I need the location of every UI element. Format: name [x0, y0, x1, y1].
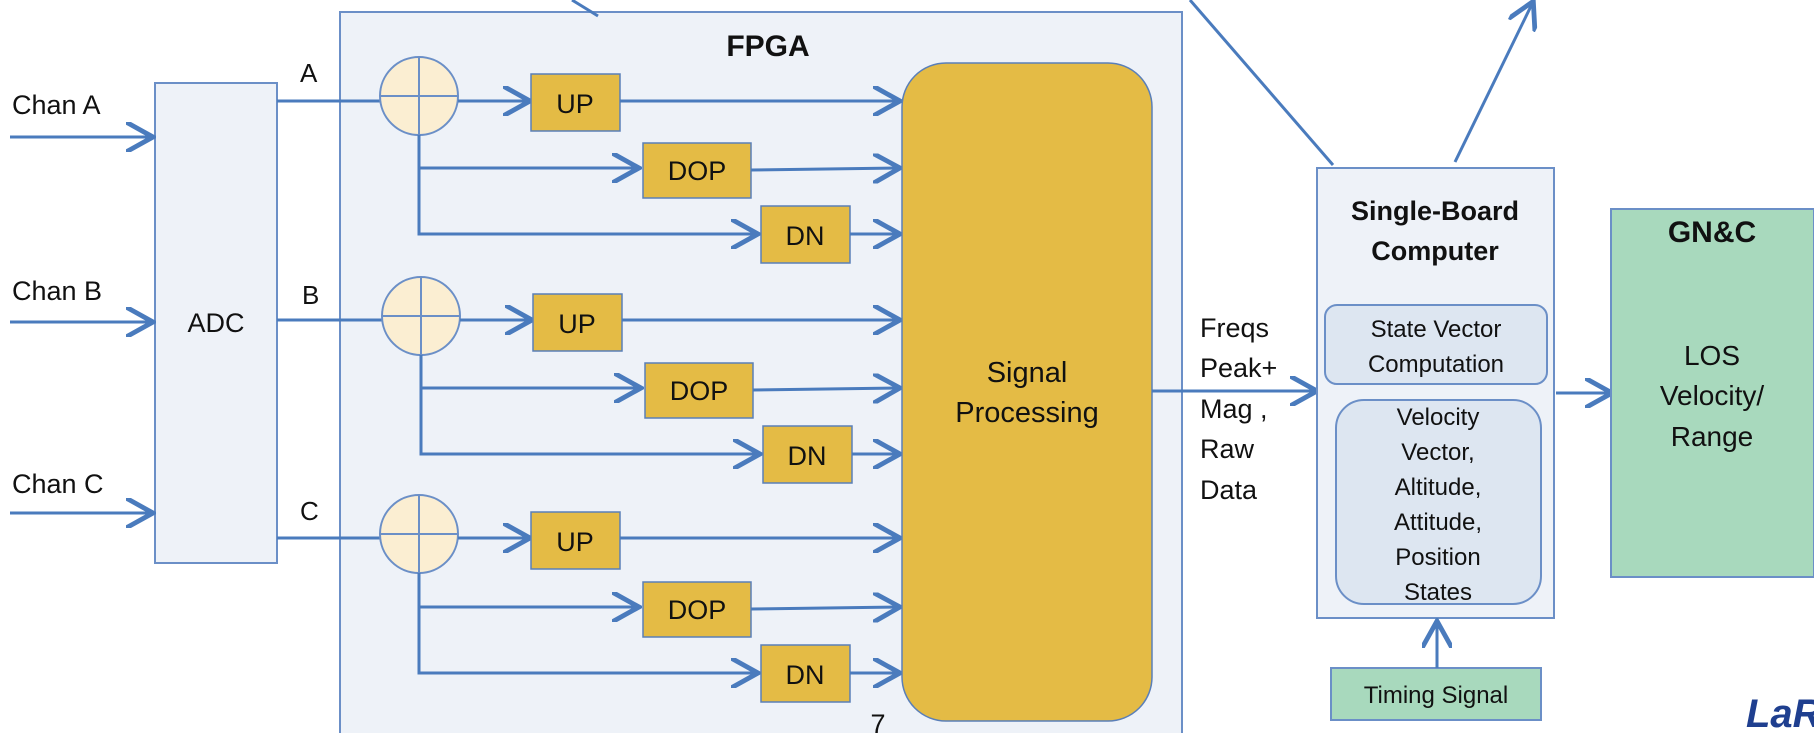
- state-vector-line1: State Vector: [1371, 316, 1502, 343]
- path-b-dop-block: [644, 362, 754, 419]
- top-left-line: [571, 0, 599, 18]
- velocity-states-text: Velocity Vector, Altitude, Attitude, Pos…: [1394, 404, 1482, 606]
- velocity-line-4: Attitude,: [1394, 509, 1482, 536]
- velocity-line-3: Altitude,: [1395, 474, 1482, 501]
- chan-b-label: Chan B: [12, 276, 102, 306]
- path-b-dop-label: DOP: [670, 376, 729, 406]
- path-a-dn-block: [760, 205, 851, 264]
- path-b-up-block: [532, 293, 623, 352]
- signal-processing-line1: Signal: [987, 357, 1068, 389]
- gnc-block: [1610, 208, 1814, 578]
- path-a-up-label: UP: [556, 89, 594, 119]
- velocity-line-5: Position: [1395, 544, 1480, 571]
- velocity-line-6: States: [1404, 579, 1472, 606]
- path-b: B UP DOP DN: [277, 276, 897, 484]
- adc-block: [154, 82, 278, 564]
- path-a-label: A: [300, 58, 318, 88]
- signal-processing-line2: Processing: [955, 397, 1098, 429]
- velocity-line-1: Velocity: [1397, 404, 1480, 431]
- top-center-line: [1188, 0, 1335, 166]
- output-label-4: Raw: [1200, 434, 1255, 464]
- chan-a-label: Chan A: [12, 90, 101, 120]
- path-c-dop-label: DOP: [668, 595, 727, 625]
- signal-processing-block: [901, 62, 1153, 722]
- output-label-3: Mag ,: [1200, 394, 1268, 424]
- path-c-dop-block: [642, 581, 752, 638]
- path-b-dn-block: [762, 425, 853, 484]
- gnc-title: GN&C: [1668, 216, 1756, 249]
- timing-signal-label: Timing Signal: [1364, 682, 1509, 709]
- path-a-dop-label: DOP: [668, 156, 727, 186]
- gnc-line-1: LOS: [1684, 340, 1740, 371]
- path-c: C UP DOP DN: [277, 494, 897, 703]
- path-a-dop-block: [642, 142, 752, 199]
- path-b-up-label: UP: [558, 309, 596, 339]
- sbc-title-line1: Single-Board: [1351, 196, 1519, 226]
- velocity-line-2: Vector,: [1401, 439, 1474, 466]
- output-labels: Freqs Peak+ Mag , Raw Data: [1200, 313, 1277, 505]
- path-c-dn-label: DN: [786, 660, 825, 690]
- path-b-dn-label: DN: [788, 441, 827, 471]
- page-number: 7: [870, 709, 885, 733]
- state-vector-block: [1324, 304, 1548, 385]
- gnc-line-3: Range: [1671, 421, 1754, 452]
- path-a: A UP DOP DN: [277, 56, 897, 264]
- path-c-up-block: [530, 511, 621, 570]
- channel-inputs: Chan A Chan B Chan C: [10, 90, 150, 513]
- path-c-dn-block: [760, 644, 851, 703]
- chan-c-label: Chan C: [12, 469, 104, 499]
- path-c-label: C: [300, 496, 319, 526]
- path-c-up-label: UP: [556, 527, 594, 557]
- path-a-dn-label: DN: [786, 221, 825, 251]
- gnc-line-2: Velocity/: [1660, 380, 1764, 411]
- velocity-states-block: [1335, 399, 1542, 605]
- top-right-arrow: [1453, 4, 1532, 163]
- state-vector-line2: Computation: [1368, 351, 1504, 378]
- sbc-title-line2: Computer: [1371, 236, 1499, 266]
- path-b-label: B: [302, 280, 319, 310]
- output-label-1: Freqs: [1200, 313, 1269, 343]
- output-label-2: Peak+: [1200, 353, 1277, 383]
- output-label-5: Data: [1200, 475, 1258, 505]
- fpga-title: FPGA: [726, 30, 809, 63]
- corner-logo: LaR: [1746, 692, 1814, 733]
- adc-label: ADC: [187, 308, 244, 338]
